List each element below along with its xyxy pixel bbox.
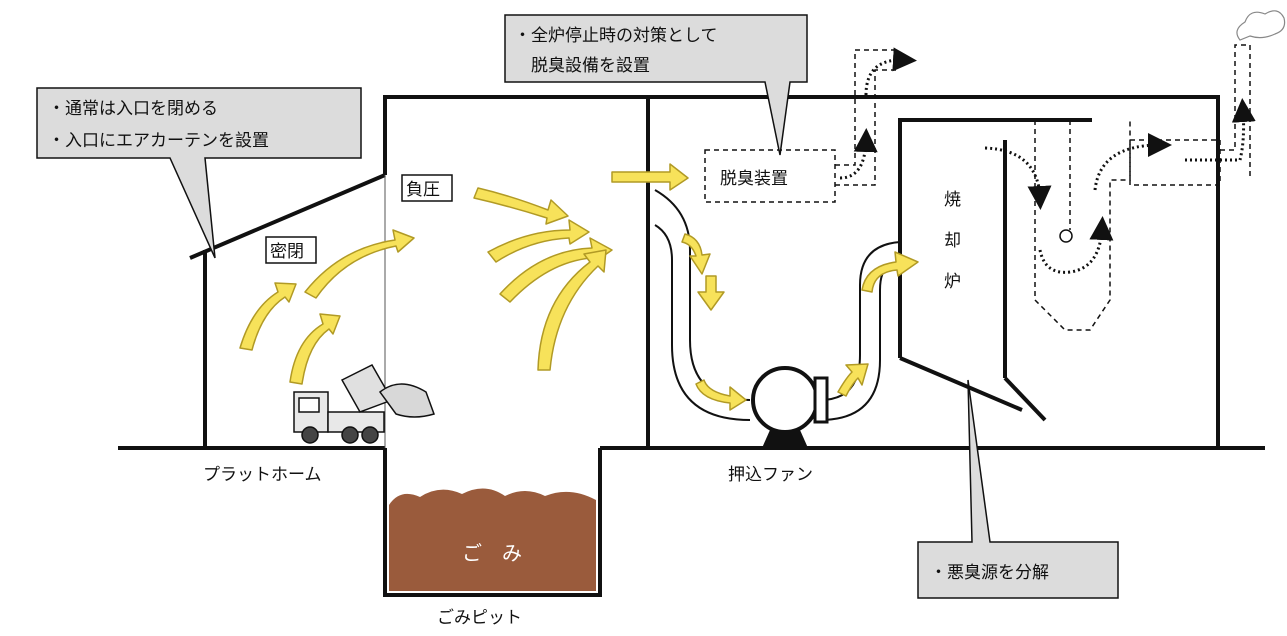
callout-bottom-right-text: ・悪臭源を分解 [930,563,1049,583]
deodorizer-label: 脱臭装置 [720,169,788,189]
fan-outlet [813,376,829,424]
incinerator-label-2: 却 [944,231,961,251]
incinerator-label-1: 焼 [944,190,961,210]
forced-draft-fan [751,366,829,448]
dotted-flow-arrows [839,47,1256,274]
negative-pressure-label-box [401,174,453,202]
waste-pile [389,488,596,591]
building-structure [118,95,1265,597]
sealed-label-box [265,236,317,264]
garbage-truck-icon [293,364,435,444]
deodorizer-box [704,149,836,203]
negative-pressure-label: 負圧 [406,180,440,200]
cyclone-core [1059,229,1073,243]
waste-pit-label: ごみピット [437,608,522,628]
callout-top-left: ・通常は入口を閉める ・入口にエアカーテンを設置 [36,87,362,259]
incinerator-label-3: 炉 [944,272,961,292]
smoke-cloud [1236,10,1286,41]
forced-fan-label: 押込ファン [728,465,813,485]
callout-top-center-line-2: 脱臭設備を設置 [514,56,650,76]
main-building-outline [383,95,1220,448]
callout-bottom-right: ・悪臭源を分解 [917,379,1119,599]
incinerator-left-wall [898,118,1092,358]
fan-housing [751,366,819,434]
fan-base [762,430,808,448]
callout-top-left-line-1: ・通常は入口を閉める [48,99,218,119]
callout-top-left-line-2: ・入口にエアカーテンを設置 [48,131,269,151]
platform-label: プラットホーム [203,465,322,485]
waste-pit-outline [383,448,602,597]
incinerator-grate [1003,376,1047,422]
callout-top-center-line-1: ・全炉停止時の対策として [514,26,718,46]
callout-top-center: ・全炉停止時の対策として 脱臭設備を設置 [504,14,808,156]
air-flow-arrows [239,163,919,411]
waste-label: ご み [462,541,522,565]
incinerator-chute [899,356,1023,412]
deodorizer-system [704,44,1251,331]
platform-roof [189,173,386,260]
sealed-label: 密閉 [270,242,304,262]
